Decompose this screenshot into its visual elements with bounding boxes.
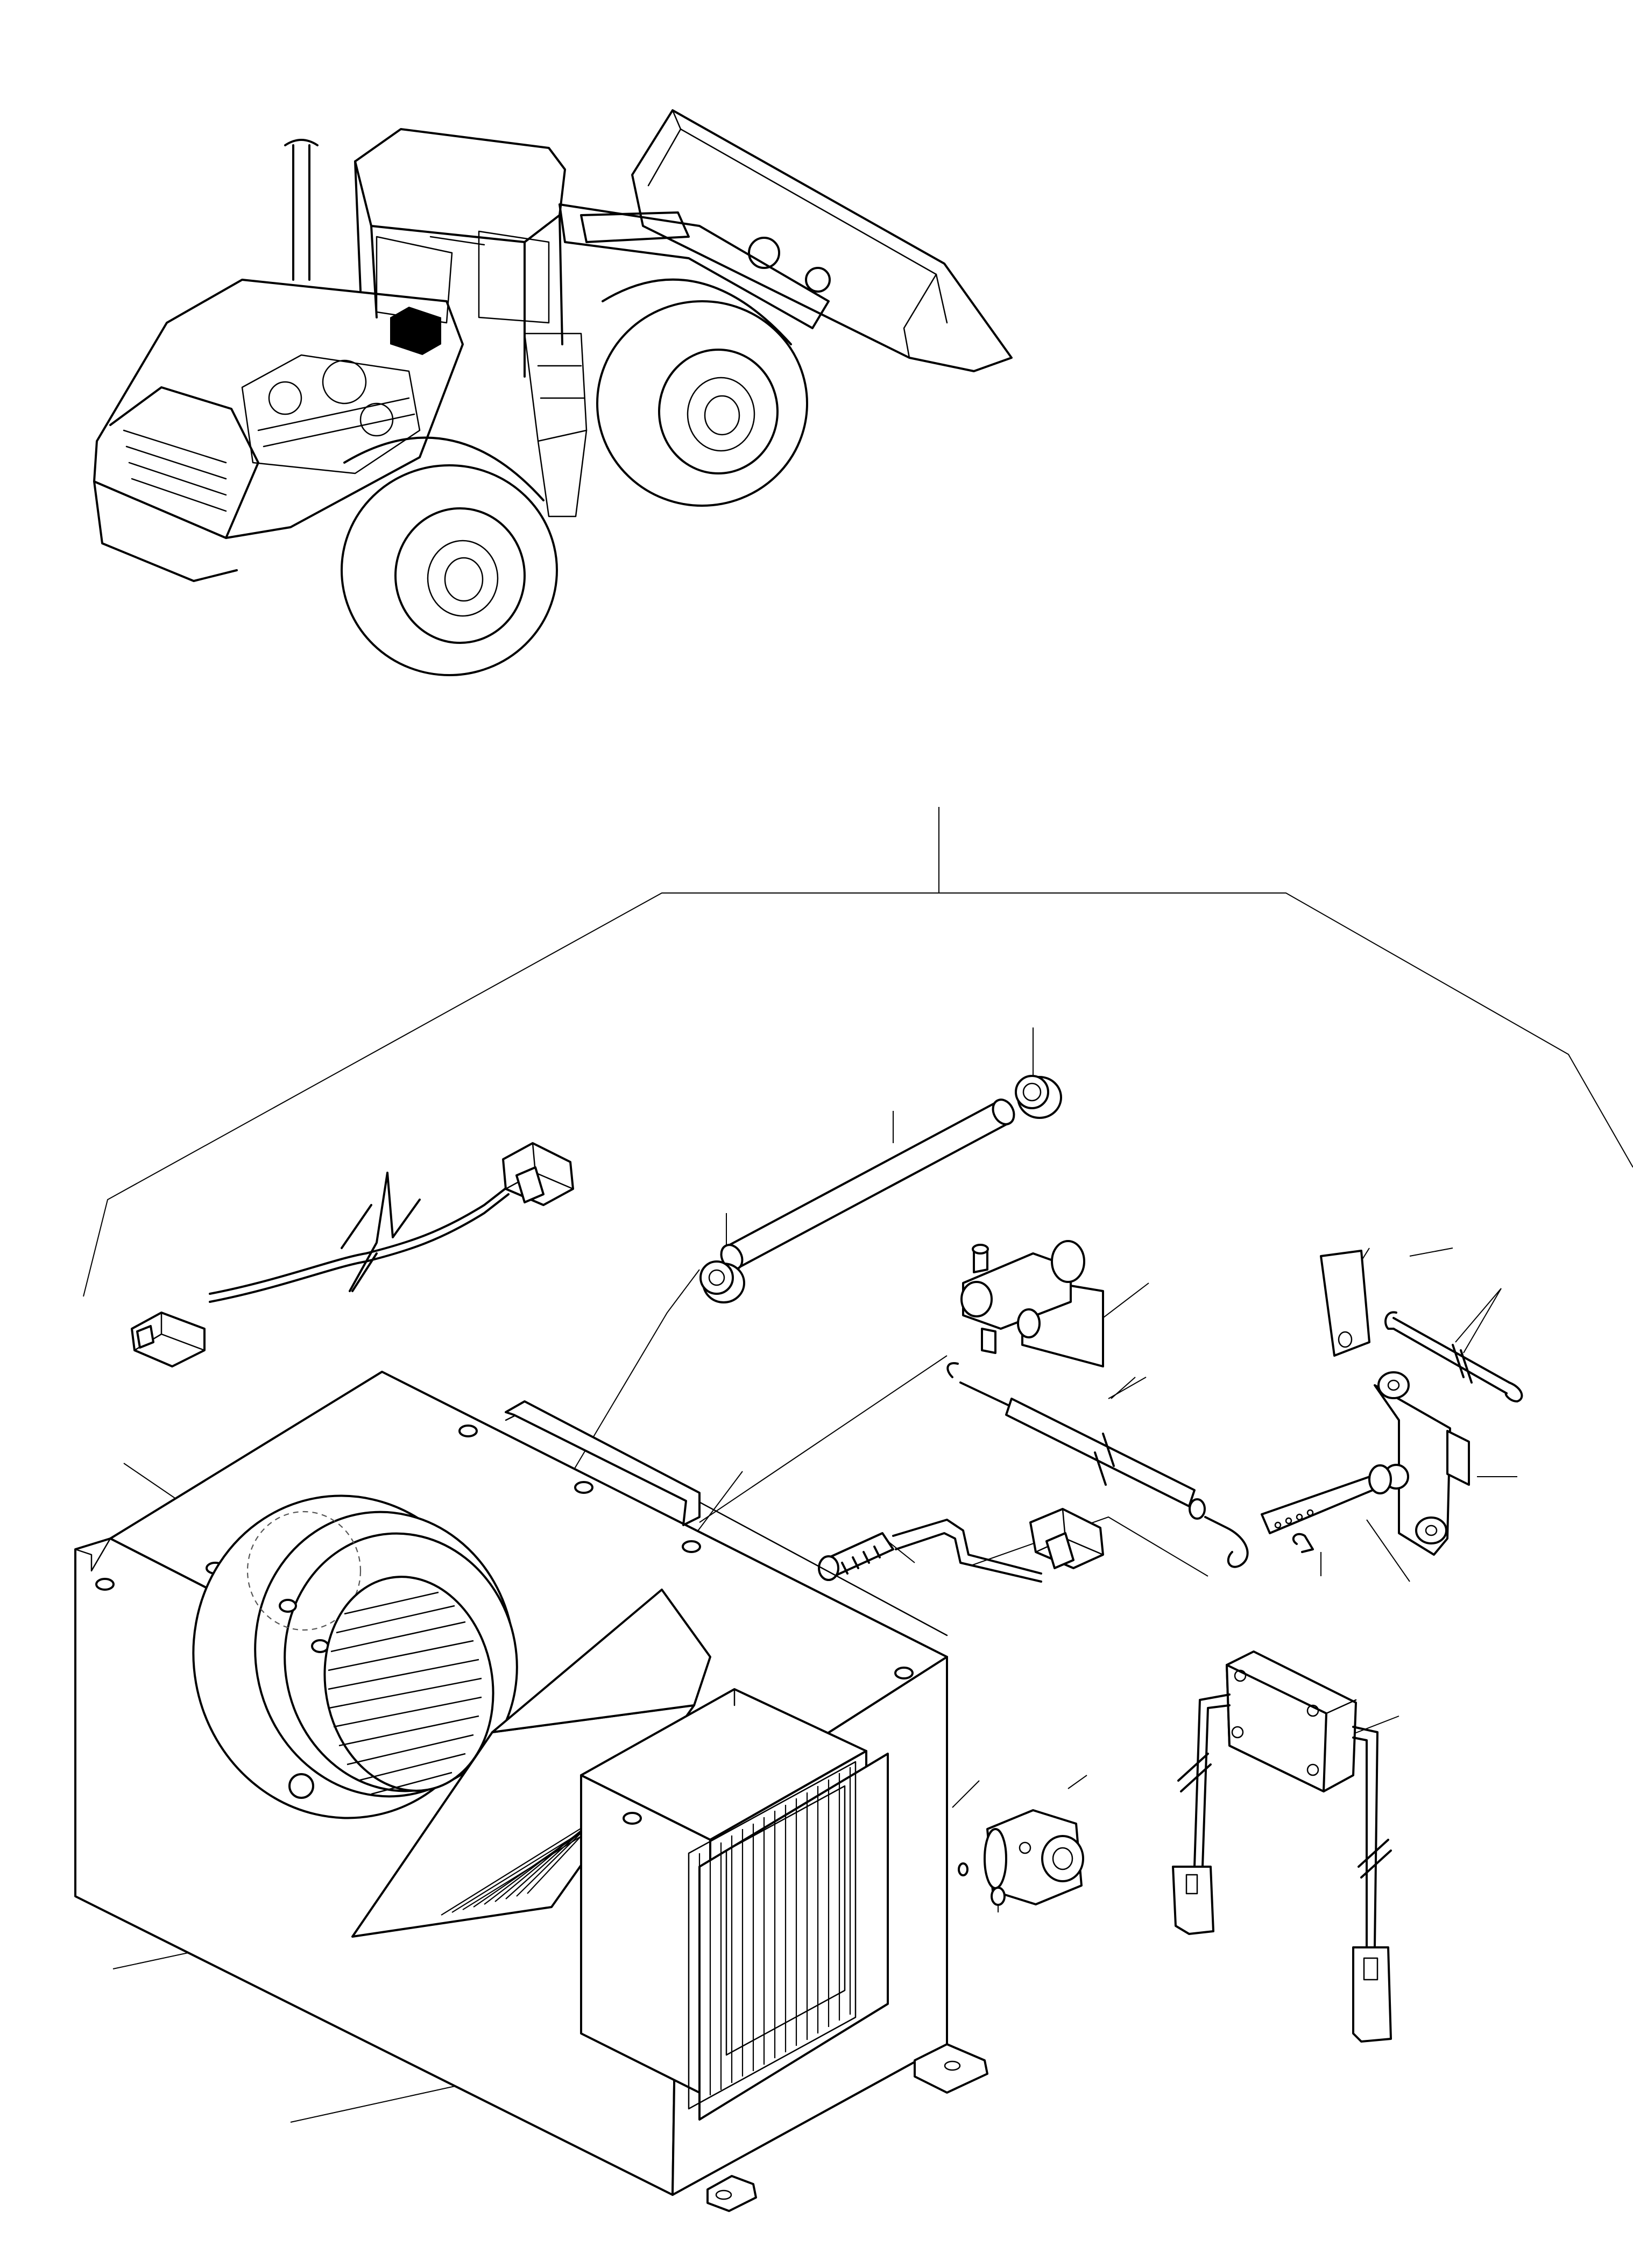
sensor-connector: [1029, 1508, 1104, 1569]
o-ring-lower: [991, 1887, 1006, 1906]
loader-fenders: [343, 278, 792, 501]
heater-hose: [720, 1098, 1015, 1271]
resistor-unit: [1172, 1650, 1392, 2043]
blower-fan-impeller: [323, 1576, 494, 1795]
heater-core: [580, 1688, 889, 2121]
resistor-connector-right: [1352, 1946, 1392, 2043]
heater-unit-location-marker: [390, 307, 441, 355]
mounting-bracket-small: [1320, 1250, 1370, 1357]
loader-engine-block: [241, 354, 421, 474]
lever-bracket: [1374, 1371, 1470, 1556]
link-rod: [1384, 1311, 1523, 1402]
lever-arm: [1261, 1464, 1392, 1534]
harness-connector-top: [502, 1142, 574, 1206]
loader-steps: [524, 332, 588, 518]
loader-front-wheel: [596, 300, 808, 507]
loader-bucket: [631, 109, 1013, 372]
loader-engine-hood: [93, 279, 464, 582]
grommet-bottom: [699, 1260, 745, 1303]
clip: [1292, 1533, 1314, 1553]
grommet-top: [1015, 1075, 1062, 1119]
loader-cab: [354, 128, 566, 378]
control-cable: [946, 1362, 1249, 1568]
wire-harness: [131, 1142, 574, 1367]
water-valve: [960, 1240, 1104, 1367]
loader-exhaust-stack: [284, 139, 319, 281]
temperature-sensor: [818, 1508, 1104, 1583]
loader-lift-arm: [559, 203, 831, 329]
wheel-loader-location-view: [93, 109, 1013, 676]
o-ring-upper: [958, 1862, 969, 1876]
loader-rear-wheel: [341, 464, 558, 676]
harness-connector-bottom: [131, 1312, 206, 1367]
resistor-connector-left: [1172, 1866, 1214, 1935]
